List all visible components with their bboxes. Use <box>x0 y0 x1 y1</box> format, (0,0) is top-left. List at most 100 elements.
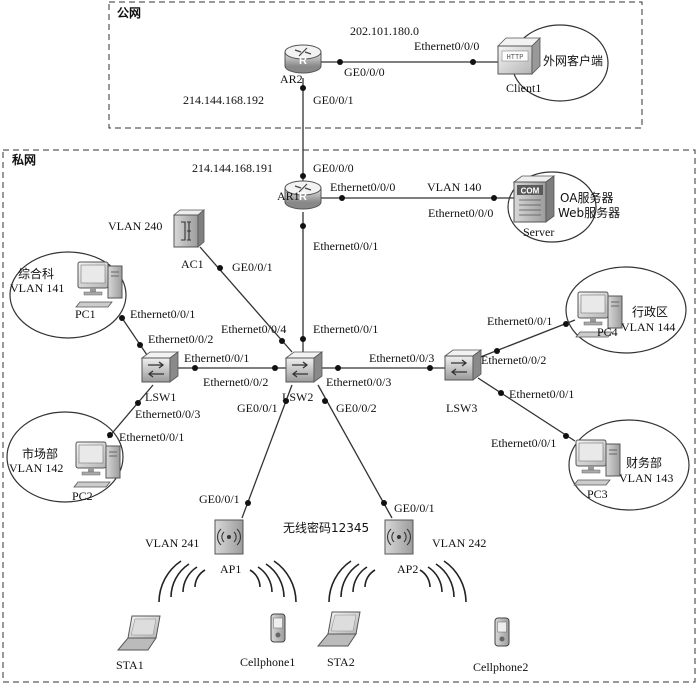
pc2-vlan: VLAN 142 <box>9 461 63 475</box>
port-dot <box>300 336 306 342</box>
sta2-laptop-icon[interactable] <box>316 611 361 647</box>
port-dot <box>245 500 251 506</box>
port-dot <box>494 348 500 354</box>
public-network-address: 202.101.180.0 <box>350 24 419 38</box>
port-dot <box>135 400 141 406</box>
port-server-eth000: Ethernet0/0/0 <box>428 206 493 220</box>
router-ar2-icon[interactable] <box>284 44 322 74</box>
port-lsw2-eth004: Ethernet0/0/4 <box>221 322 286 336</box>
port-dot <box>339 195 345 201</box>
client1-http-icon[interactable]: HTTP <box>497 37 541 75</box>
port-dot <box>470 59 476 65</box>
port-dot <box>563 321 569 327</box>
ap1-wireless-waves <box>158 560 297 603</box>
pc1-department: 综合科 <box>18 266 54 281</box>
port-dot <box>119 315 125 321</box>
port-dot <box>192 365 198 371</box>
ac-vlan: VLAN 240 <box>108 219 162 233</box>
pc3-icon[interactable] <box>573 439 621 486</box>
port-dot <box>335 365 341 371</box>
port-dot <box>322 398 328 404</box>
port-lsw2-ge001: GE0/0/1 <box>237 401 278 415</box>
server-vlan: VLAN 140 <box>427 180 481 194</box>
link-lsw2-ap2 <box>317 384 393 519</box>
lsw3-label: LSW3 <box>446 401 477 415</box>
ar1-label: AR1 <box>277 189 300 203</box>
port-dot <box>498 390 504 396</box>
client1-http-tag: HTTP <box>507 54 524 62</box>
pc4-label: PC4 <box>597 325 618 339</box>
ap1-icon[interactable] <box>214 519 244 555</box>
port-ac1-ge001: GE0/0/1 <box>232 260 273 274</box>
ar2-ip-address: 214.144.168.192 <box>183 93 264 107</box>
server-group-ellipse <box>507 171 597 243</box>
switch-lsw3-icon[interactable] <box>444 349 482 381</box>
port-dot <box>300 223 306 229</box>
link-ac1-lsw2 <box>199 246 293 353</box>
sta1-label: STA1 <box>116 658 144 672</box>
ar2-label: AR2 <box>280 72 303 86</box>
port-dot <box>563 433 569 439</box>
port-lsw3-eth002: Ethernet0/0/2 <box>481 353 546 367</box>
ac1-controller-icon[interactable] <box>172 209 206 248</box>
lsw1-label: LSW1 <box>145 390 176 404</box>
pc4-group-ellipse <box>565 266 687 354</box>
sta1-laptop-icon[interactable] <box>116 615 161 651</box>
ap2-label: AP2 <box>397 562 418 576</box>
port-dot <box>137 342 143 348</box>
server-description-web: Web服务器 <box>558 205 620 220</box>
pc4-vlan: VLAN 144 <box>621 320 675 334</box>
port-pc2-eth001: Ethernet0/0/1 <box>119 430 184 444</box>
port-lsw1-eth001: Ethernet0/0/1 <box>184 351 249 365</box>
port-ar2-client: Ethernet0/0/0 <box>414 39 479 53</box>
sta2-label: STA2 <box>327 655 355 669</box>
switch-lsw1-icon[interactable] <box>141 351 179 383</box>
cellphone2-label: Cellphone2 <box>473 660 528 674</box>
port-ar1-eth001: Ethernet0/0/1 <box>313 239 378 253</box>
client1-label: Client1 <box>506 81 541 95</box>
lsw2-label: LSW2 <box>282 390 313 404</box>
port-dot <box>300 85 306 91</box>
port-lsw2-eth001: Ethernet0/0/1 <box>313 322 378 336</box>
port-pc3-eth001: Ethernet0/0/1 <box>491 436 556 450</box>
public-zone-label: 公网 <box>117 6 141 20</box>
cellphone2-icon[interactable] <box>494 617 510 647</box>
port-lsw1-eth002: Ethernet0/0/2 <box>148 332 213 346</box>
port-ar1-eth000: Ethernet0/0/0 <box>330 180 395 194</box>
port-lsw1-eth003: Ethernet0/0/3 <box>135 407 200 421</box>
port-dot <box>107 432 113 438</box>
ap2-icon[interactable] <box>384 519 414 555</box>
pc3-vlan: VLAN 143 <box>619 471 673 485</box>
private-zone-label: 私网 <box>11 152 36 167</box>
port-lsw2-eth002: Ethernet0/0/2 <box>203 375 268 389</box>
port-dot <box>272 365 278 371</box>
port-dot <box>217 265 223 271</box>
wifi-password: 无线密码12345 <box>283 520 369 535</box>
pc1-label: PC1 <box>75 307 96 321</box>
port-ap2-ge001: GE0/0/1 <box>394 501 435 515</box>
pc2-icon[interactable] <box>73 441 121 488</box>
port-ar2-ge001: GE0/0/1 <box>313 93 354 107</box>
port-lsw2-ge002: GE0/0/2 <box>336 401 377 415</box>
port-dot <box>283 398 289 404</box>
pc1-group-ellipse <box>9 251 127 339</box>
port-ar1-ge000: GE0/0/0 <box>313 161 354 175</box>
pc2-department: 市场部 <box>22 446 58 461</box>
pc2-label: PC2 <box>72 489 93 503</box>
pc1-icon[interactable] <box>75 261 123 308</box>
switch-lsw2-icon[interactable] <box>285 351 323 383</box>
link-lsw2-ap1 <box>241 384 293 519</box>
server-label: Server <box>523 225 554 239</box>
port-dot <box>337 59 343 65</box>
pc3-group-ellipse <box>568 419 690 511</box>
port-dot <box>491 195 497 201</box>
port-dot <box>279 338 285 344</box>
link-lsw3-pc3 <box>477 377 576 442</box>
cellphone1-icon[interactable] <box>270 613 286 643</box>
port-lsw2-eth003-b: Ethernet0/0/3 <box>326 375 391 389</box>
port-dot <box>381 500 387 506</box>
port-dot <box>427 365 433 371</box>
server-icon[interactable]: COM <box>512 175 556 223</box>
